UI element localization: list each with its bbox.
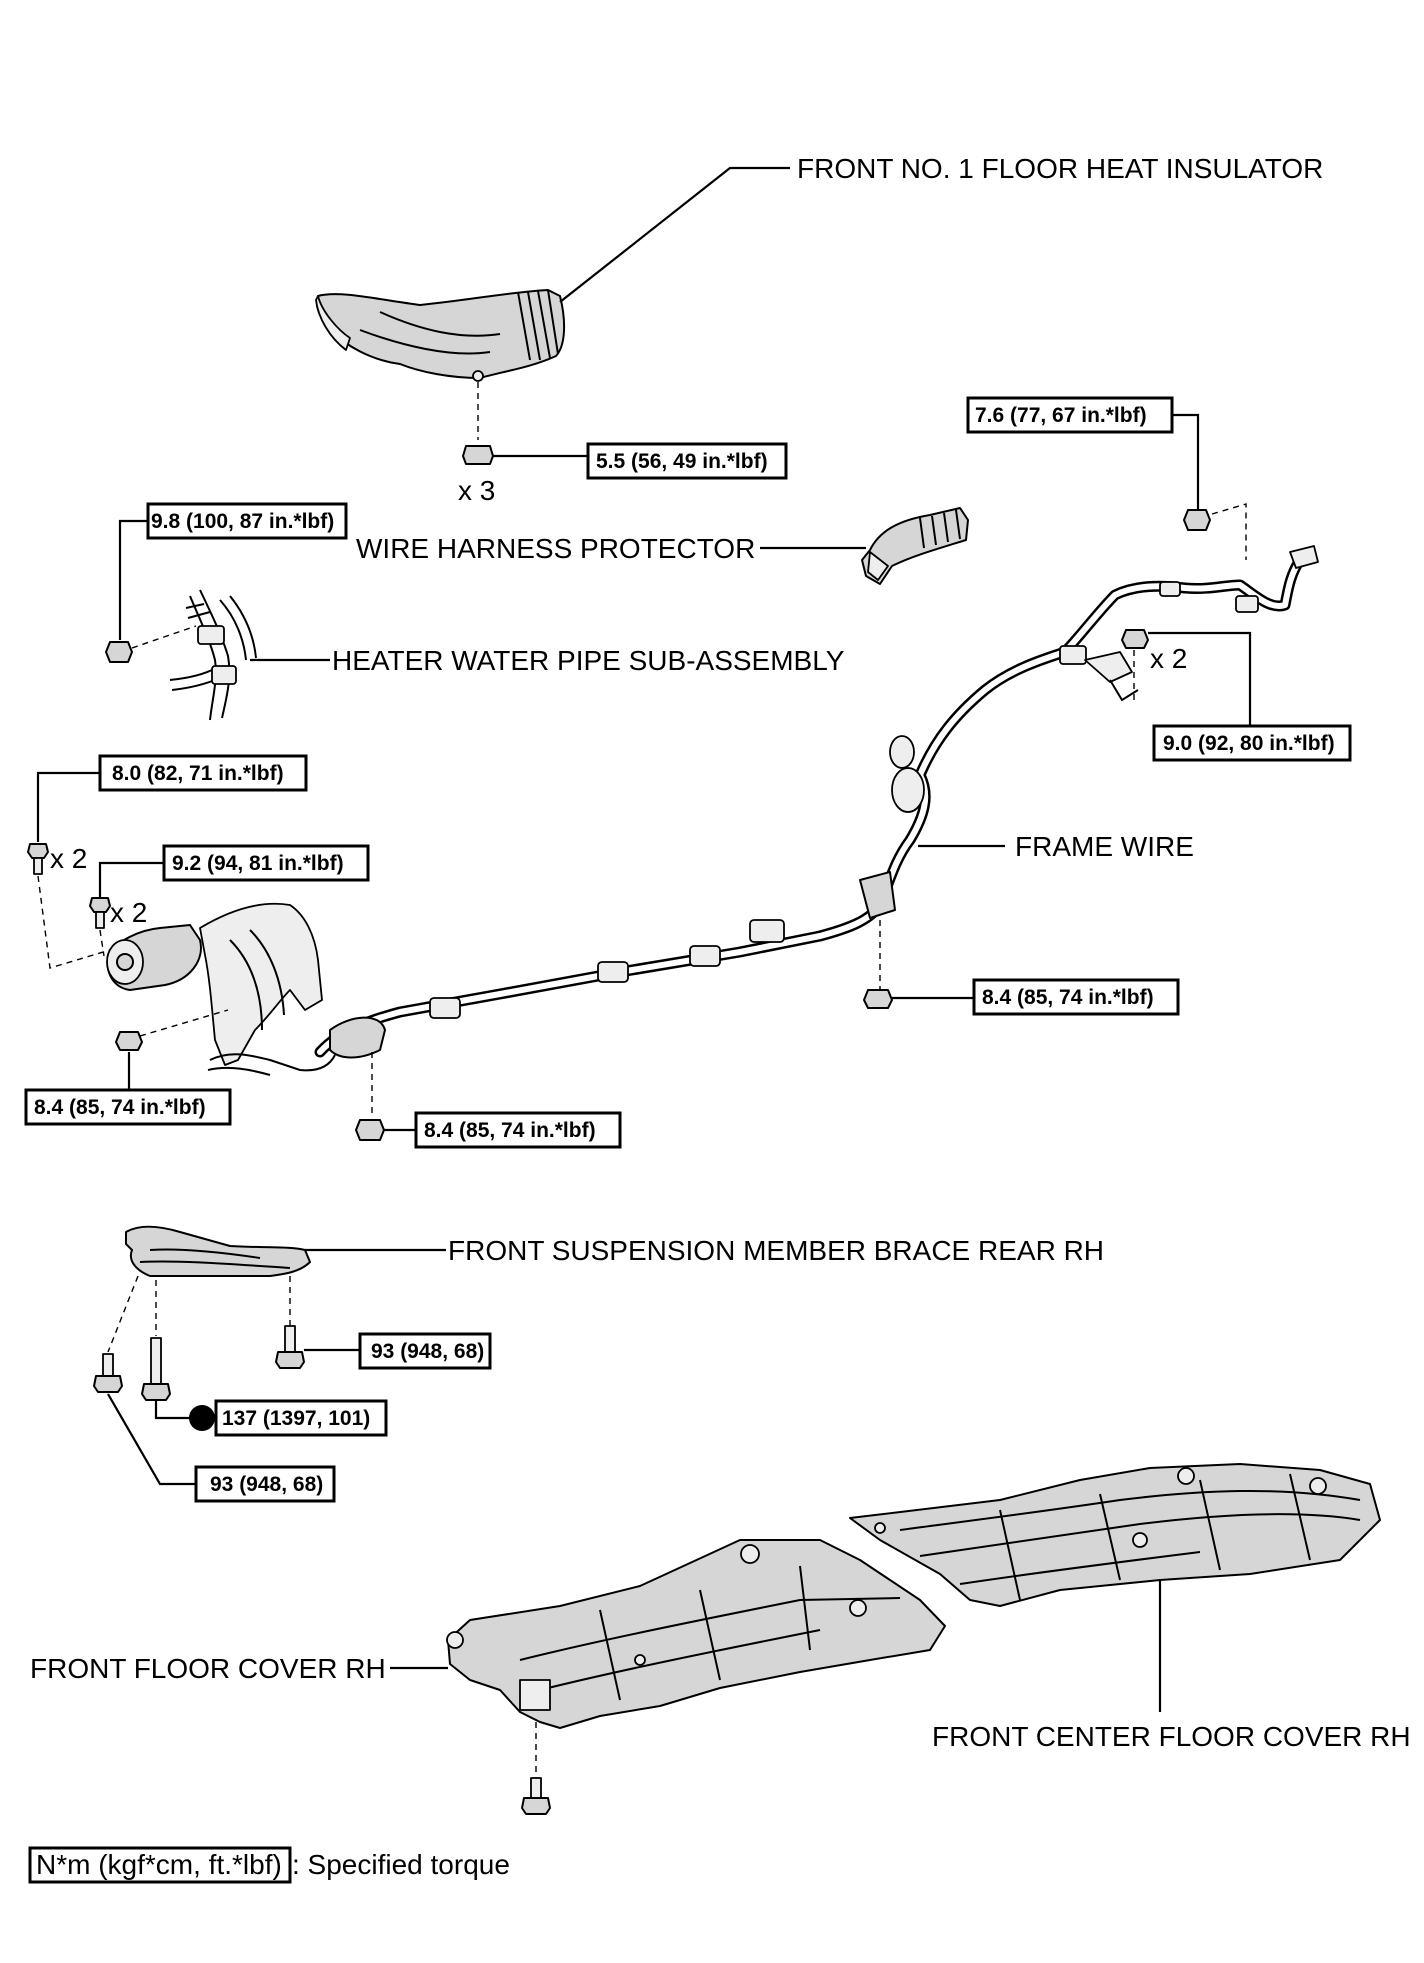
heater-pipe-nut bbox=[105, 641, 133, 663]
left-bolt-a bbox=[27, 843, 49, 875]
left-bolt-b bbox=[89, 897, 111, 929]
insulator-nut-torque: 5.5 (56, 49 in.*lbf) bbox=[596, 450, 768, 473]
heat-insulator-part bbox=[315, 289, 566, 382]
left-nut-torque-box bbox=[24, 1088, 232, 1126]
left-nut bbox=[115, 1031, 143, 1051]
center-floor-cover-part bbox=[849, 1463, 1381, 1607]
legend-description: : Specified torque bbox=[292, 1849, 510, 1880]
top-right-nut bbox=[1183, 509, 1211, 531]
right-nut-torque: 9.0 (92, 80 in.*lbf) bbox=[1163, 732, 1335, 755]
harness-protector-part bbox=[861, 507, 969, 585]
center-nut-torque: 8.4 (85, 74 in.*lbf) bbox=[424, 1119, 596, 1142]
frame-wire-label: FRAME WIRE bbox=[1015, 831, 1194, 862]
center-nut-torque-box bbox=[414, 1111, 622, 1149]
mid-nut bbox=[863, 989, 893, 1009]
precoated-bolt-mark bbox=[189, 1405, 215, 1431]
frame-wire-part bbox=[314, 545, 1319, 1059]
brace-bolt-center-torque: 137 (1397, 101) bbox=[222, 1407, 370, 1430]
legend-box-text: N*m (kgf*cm, ft.*lbf) bbox=[36, 1849, 282, 1880]
floor-cover-label: FRONT FLOOR COVER RH bbox=[30, 1653, 386, 1684]
left-bolt-b-qty: x 2 bbox=[110, 897, 147, 928]
brace-bolt-right-torque-box bbox=[358, 1332, 492, 1370]
mid-nut-torque: 8.4 (85, 74 in.*lbf) bbox=[982, 986, 1154, 1009]
insulator-nut-qty: x 3 bbox=[458, 475, 495, 506]
top-right-nut-torque-box bbox=[966, 396, 1174, 434]
heat-insulator-label: FRONT NO. 1 FLOOR HEAT INSULATOR bbox=[797, 153, 1323, 184]
brace-label: FRONT SUSPENSION MEMBER BRACE REAR RH bbox=[448, 1235, 1104, 1266]
brace-bolt-right bbox=[275, 1325, 305, 1369]
insulator-nut bbox=[462, 445, 494, 465]
harness-protector-label: WIRE HARNESS PROTECTOR bbox=[356, 533, 755, 564]
floor-cover-part bbox=[446, 1539, 946, 1729]
heater-pipe-label: HEATER WATER PIPE SUB-ASSEMBLY bbox=[332, 645, 845, 676]
mid-nut-torque-box bbox=[972, 978, 1180, 1016]
left-nut-torque: 8.4 (85, 74 in.*lbf) bbox=[34, 1096, 206, 1119]
brace-bolt-left-torque-box bbox=[194, 1465, 336, 1503]
right-nut bbox=[1121, 629, 1149, 649]
brace-bolt-right-torque: 93 (948, 68) bbox=[371, 1340, 484, 1363]
center-nut bbox=[355, 1119, 385, 1141]
brace-bolt-left-torque: 93 (948, 68) bbox=[210, 1473, 323, 1496]
right-nut-torque-box bbox=[1152, 724, 1352, 762]
brace-bolt-center bbox=[141, 1337, 171, 1401]
left-bolt-b-torque: 9.2 (94, 81 in.*lbf) bbox=[172, 852, 344, 875]
insulator-nut-torque-box bbox=[586, 442, 788, 480]
top-right-nut-torque: 7.6 (77, 67 in.*lbf) bbox=[975, 404, 1147, 427]
brace-bolt-left bbox=[93, 1353, 123, 1393]
left-bolt-a-qty: x 2 bbox=[50, 843, 87, 874]
left-bracket-assembly bbox=[106, 902, 336, 1076]
center-floor-cover-label: FRONT CENTER FLOOR COVER RH bbox=[932, 1721, 1411, 1752]
heat-insulator-leader bbox=[559, 166, 790, 303]
heater-pipe-nut-torque: 9.8 (100, 87 in.*lbf) bbox=[151, 510, 334, 533]
brace-part bbox=[125, 1225, 311, 1277]
heater-water-pipe-part bbox=[169, 589, 257, 721]
left-bolt-a-torque: 8.0 (82, 71 in.*lbf) bbox=[112, 762, 284, 785]
floor-cover-bolt bbox=[521, 1777, 551, 1815]
right-nut-qty: x 2 bbox=[1150, 643, 1187, 674]
legend-box bbox=[28, 1846, 292, 1884]
brace-bolt-center-torque-box bbox=[214, 1399, 388, 1437]
